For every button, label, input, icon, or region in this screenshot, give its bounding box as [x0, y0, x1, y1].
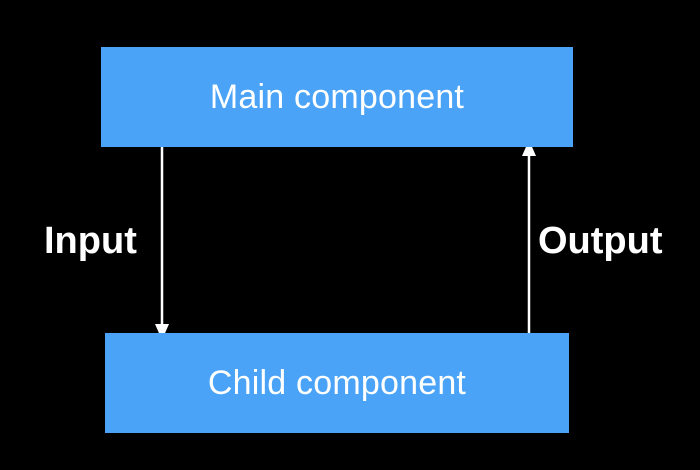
input-arrowhead — [155, 324, 169, 340]
output-arrow — [522, 140, 536, 341]
output-arrowhead — [522, 140, 536, 156]
main-component-box: Main component — [101, 47, 573, 147]
child-component-label: Child component — [207, 363, 467, 402]
main-component-label: Main component — [209, 77, 465, 116]
output-edge-label: Output — [538, 220, 663, 262]
child-component-box: Child component — [105, 333, 569, 433]
input-arrow — [155, 140, 169, 340]
input-edge-label: Input — [44, 220, 137, 262]
